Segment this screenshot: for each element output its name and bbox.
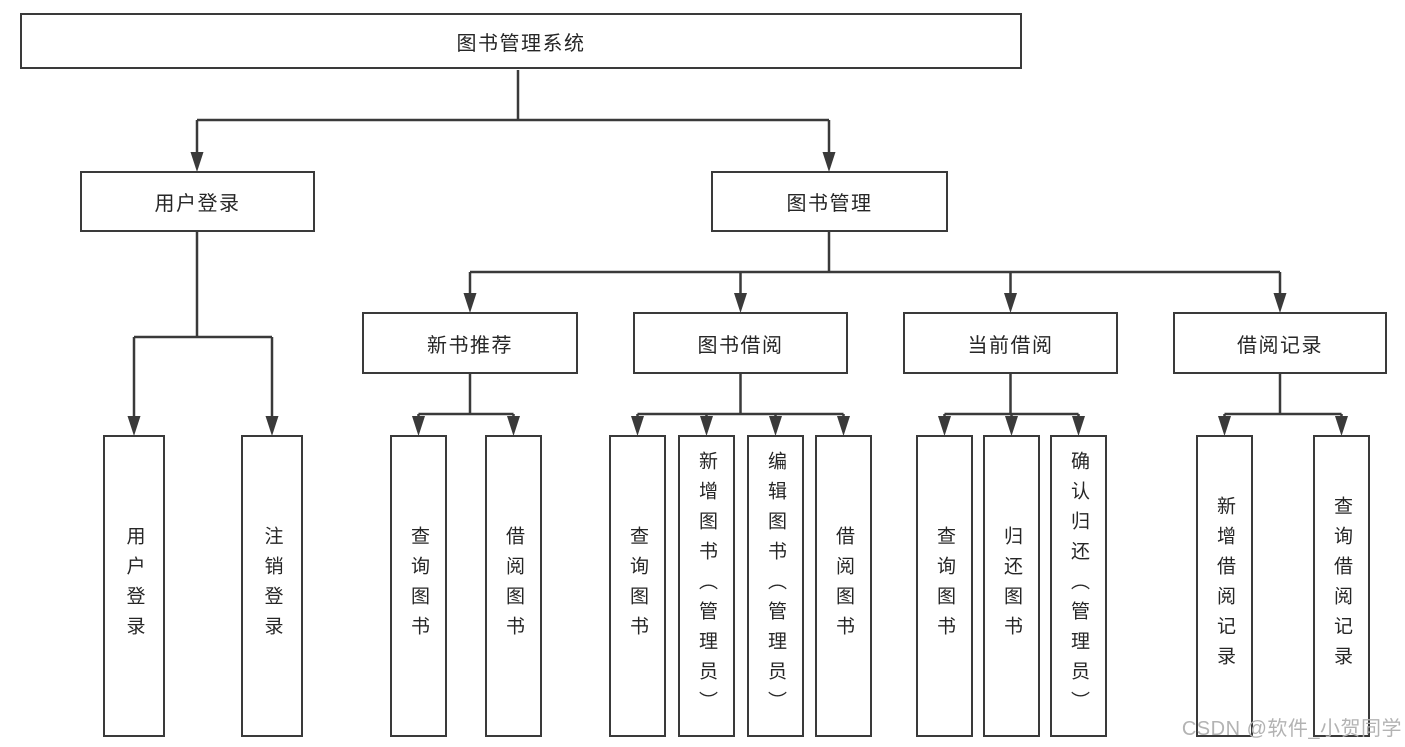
connector-book-management-to-level3: [468, 232, 1282, 294]
node-new-book-recommend: 新书推荐: [362, 312, 578, 374]
leaf-label: 确认归还（管理员）: [1068, 451, 1089, 721]
leaf-user-login: 用户登录: [103, 435, 165, 737]
leaf-edit-book-admin: 编辑图书（管理员）: [747, 435, 804, 737]
leaf-label: 新增借阅记录: [1214, 496, 1235, 676]
connector-root-to-level2: [195, 70, 831, 153]
leaf-add-book-admin: 新增图书（管理员）: [678, 435, 735, 737]
leaf-borrow-books: 借阅图书: [815, 435, 872, 737]
node-book-borrow: 图书借阅: [633, 312, 848, 374]
leaf-label: 新增图书（管理员）: [696, 451, 717, 721]
leaf-query-books-current: 查询图书: [916, 435, 973, 737]
node-label: 图书管理: [786, 193, 873, 215]
node-label: 图书管理系统: [456, 32, 586, 55]
leaf-query-books-borrow: 查询图书: [609, 435, 666, 737]
node-borrow-records: 借阅记录: [1173, 312, 1387, 374]
leaf-borrow-books-recommend: 借阅图书: [485, 435, 542, 737]
leaf-label: 归还图书: [1001, 526, 1022, 646]
leaf-query-borrow-record: 查询借阅记录: [1313, 435, 1370, 737]
leaf-return-book: 归还图书: [983, 435, 1040, 737]
watermark: CSDN @软件_小贺同学: [1181, 718, 1402, 740]
leaf-label: 注销登录: [261, 526, 283, 646]
node-label: 当前借阅: [967, 334, 1054, 357]
node-label: 图书借阅: [697, 334, 784, 357]
connector-new-book-recommend-to-leaves: [417, 374, 515, 418]
node-label: 新书推荐: [427, 334, 513, 357]
node-user-login: 用户登录: [80, 171, 315, 232]
leaf-label: 查询图书: [408, 526, 429, 646]
leaf-query-books-recommend: 查询图书: [390, 435, 447, 737]
connector-borrow-records-to-leaves: [1223, 374, 1343, 418]
node-label: 用户登录: [154, 193, 241, 215]
leaf-logout: 注销登录: [241, 435, 303, 737]
node-library-management-system: 图书管理系统: [20, 13, 1022, 69]
leaf-label: 查询借阅记录: [1331, 496, 1352, 676]
arrowheads: [127, 152, 1348, 436]
connector-book-borrow-to-leaves: [636, 374, 845, 418]
leaf-add-borrow-record: 新增借阅记录: [1196, 435, 1253, 737]
leaf-label: 查询图书: [627, 526, 648, 646]
leaf-label: 查询图书: [934, 526, 955, 646]
node-label: 借阅记录: [1237, 334, 1323, 357]
leaf-label: 借阅图书: [503, 526, 524, 646]
connector-user-login-to-leaves: [132, 232, 274, 417]
leaf-label: 编辑图书（管理员）: [765, 451, 786, 721]
node-current-borrow: 当前借阅: [903, 312, 1118, 374]
leaf-label: 用户登录: [123, 526, 145, 646]
leaf-label: 借阅图书: [833, 526, 854, 646]
node-book-management: 图书管理: [711, 171, 948, 232]
leaf-confirm-return-admin: 确认归还（管理员）: [1050, 435, 1107, 737]
connector-current-borrow-to-leaves: [943, 374, 1080, 418]
